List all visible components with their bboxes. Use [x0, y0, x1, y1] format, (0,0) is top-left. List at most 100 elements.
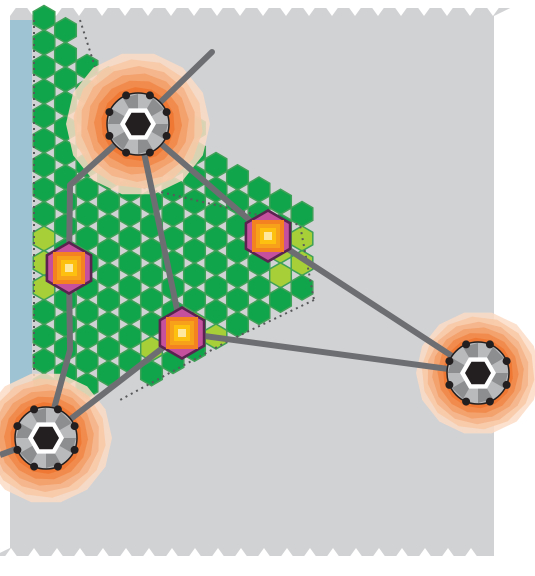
forest-tile: [204, 225, 228, 252]
forest-tile: [32, 151, 56, 179]
node-stud: [122, 91, 131, 100]
forest-tile: [32, 4, 56, 32]
forest-tile: [32, 53, 56, 81]
node-stud: [70, 422, 79, 431]
site-west[interactable]: [45, 241, 93, 295]
node-stud: [485, 340, 494, 349]
forest-tile: [32, 78, 56, 105]
node-stud: [485, 397, 494, 406]
region-border-south: [119, 299, 315, 401]
forest-tile: [96, 212, 121, 240]
forest-tile: [32, 347, 56, 375]
resource-sites[interactable]: [45, 209, 292, 360]
node-stud: [13, 422, 22, 431]
forest-tile: [290, 200, 314, 228]
node-stud: [30, 405, 39, 414]
site-center[interactable]: [158, 306, 206, 360]
site-center-to-node-east: [179, 330, 481, 376]
site-core-square: [65, 264, 73, 272]
node-east[interactable]: [445, 340, 511, 406]
forest-tile: [53, 212, 78, 240]
meadow-tile: [32, 225, 56, 252]
node-north[interactable]: [105, 91, 171, 157]
forest-tile: [268, 286, 293, 314]
site-northeast-to-node-east: [265, 233, 481, 376]
forest-tile: [53, 65, 78, 93]
node-stud: [162, 108, 171, 117]
forest-tile: [53, 188, 78, 216]
forest-tile: [32, 200, 56, 228]
forest-tile: [32, 29, 56, 56]
node-north-to-site-center: [135, 121, 185, 336]
meadow-tile: [268, 261, 293, 289]
forest-tile: [225, 163, 250, 191]
node-stud: [30, 462, 39, 471]
site-core-square: [264, 232, 272, 240]
node-stud: [502, 380, 511, 389]
forest-tile: [32, 323, 56, 350]
forest-tile: [247, 274, 271, 301]
node-stud: [53, 462, 62, 471]
node-core-hex: [33, 426, 59, 450]
forest-tile: [139, 286, 164, 314]
node-core-hex: [125, 112, 151, 136]
forest-tile: [161, 200, 185, 228]
node-stud: [462, 340, 471, 349]
forest-tile: [225, 261, 250, 289]
forest-tile: [182, 286, 207, 314]
node-stud: [502, 357, 511, 366]
forest-tile: [96, 261, 121, 289]
forest-tile: [96, 335, 121, 363]
forest-tile: [118, 225, 142, 252]
node-stud: [445, 380, 454, 389]
forest-tile: [225, 286, 250, 314]
node-stud: [105, 131, 114, 140]
node-stud: [122, 148, 131, 157]
forest-tile: [182, 212, 207, 240]
forest-tile: [204, 298, 228, 326]
forest-tile: [75, 323, 99, 350]
forest-tile: [268, 188, 293, 216]
forest-tile: [204, 274, 228, 301]
forest-tile: [204, 200, 228, 228]
forest-tile: [225, 310, 250, 338]
node-southwest[interactable]: [13, 405, 79, 471]
forest-tile: [32, 298, 56, 326]
forest-tile: [204, 249, 228, 277]
forest-tile: [204, 151, 228, 179]
node-core-hex: [465, 361, 491, 385]
forest-tile: [53, 16, 78, 44]
forest-tile: [96, 237, 121, 265]
forest-tile: [32, 176, 56, 203]
node-stud: [70, 445, 79, 454]
forest-tile: [32, 102, 56, 130]
node-stud: [53, 405, 62, 414]
forest-tile: [96, 310, 121, 338]
node-stud: [162, 131, 171, 140]
site-northeast[interactable]: [244, 209, 292, 263]
forest-tile: [118, 298, 142, 326]
node-stud: [445, 357, 454, 366]
forest-tile: [247, 176, 271, 203]
forest-tile: [118, 323, 142, 350]
water-channel: [0, 20, 32, 470]
forest-tile: [75, 298, 99, 326]
node-stud: [462, 397, 471, 406]
node-stud: [145, 148, 154, 157]
forest-tile: [247, 298, 271, 326]
node-stud: [105, 108, 114, 117]
node-stud: [145, 91, 154, 100]
forest-tile: [182, 188, 207, 216]
forest-tile: [290, 274, 314, 301]
forest-tile: [75, 200, 99, 228]
hub-nodes[interactable]: [13, 91, 511, 471]
forest-tile: [118, 200, 142, 228]
forest-tile: [118, 274, 142, 301]
forest-tile: [96, 188, 121, 216]
node-stud: [13, 445, 22, 454]
forest-tile: [32, 127, 56, 154]
forest-tile: [118, 249, 142, 277]
forest-tile: [139, 261, 164, 289]
forest-tile: [75, 347, 99, 375]
